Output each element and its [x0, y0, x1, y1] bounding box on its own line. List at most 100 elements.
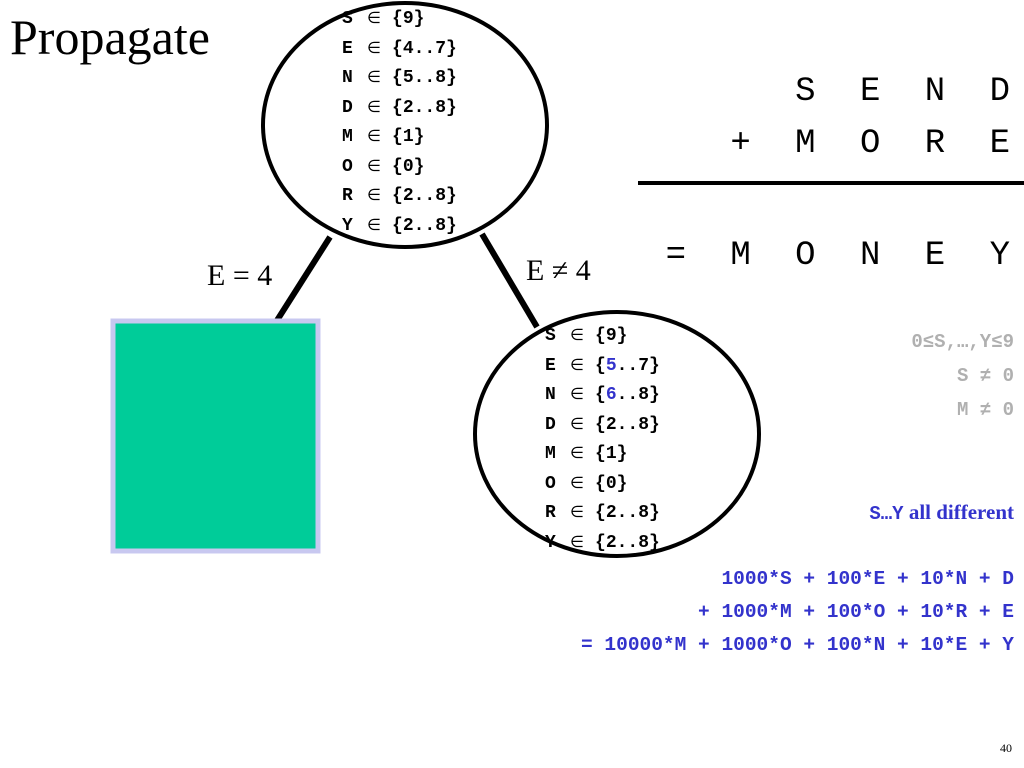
domain-row: Y∈{2..8}: [342, 211, 457, 241]
domain-range: 0}: [605, 473, 628, 494]
domain-open-brace: {: [595, 444, 606, 464]
domain-range: 2..8}: [402, 186, 457, 206]
domain-open-brace: {: [595, 414, 606, 435]
domain-variable: N: [342, 68, 353, 88]
domain-variable: Y: [342, 215, 353, 236]
element-of-symbol: ∈: [570, 443, 584, 462]
domain-open-brace: {: [392, 156, 403, 177]
page-number: 40: [1000, 741, 1012, 755]
failed-node-square: [110, 318, 321, 554]
domain-row: N ∈ {6..8}: [545, 380, 660, 410]
domain-variable: M: [545, 444, 556, 464]
domain-narrowed-bound: 6: [605, 385, 617, 405]
element-of-symbol: ∈: [570, 384, 584, 403]
right-branch-label: E ≠ 4: [526, 254, 591, 287]
domain-range: ..8}: [616, 385, 660, 405]
top-node-domains: S∈{9}E∈{4..7}N∈{5..8}D∈{2..8}M∈{1}O∈{0}R…: [342, 4, 457, 240]
domain-range: 9}: [402, 9, 425, 29]
range-constraint: 0≤S,…,Y≤9: [911, 331, 1014, 353]
domain-open-brace: {: [595, 326, 606, 346]
domain-row: O ∈ {0}: [545, 469, 660, 499]
right-branch-edge: [479, 232, 540, 329]
element-of-symbol: ∈: [570, 413, 584, 433]
element-of-symbol: ∈: [367, 8, 381, 27]
sum-equation-line-3: = 10000*M + 1000*O + 100*N + 10*E + Y: [581, 634, 1014, 656]
domain-narrowed-bound: 5: [605, 355, 617, 376]
sum-equation-line-2: + 1000*M + 100*O + 10*R + E: [698, 601, 1014, 623]
domain-variable: E: [545, 355, 556, 376]
domain-variable: S: [545, 326, 556, 346]
element-of-symbol: ∈: [367, 67, 381, 86]
domain-row: N∈{5..8}: [342, 63, 457, 93]
element-of-symbol: ∈: [367, 155, 381, 175]
domain-open-brace: {: [392, 186, 403, 206]
sum-equation-line-1: 1000*S + 100*E + 10*N + D: [721, 568, 1014, 590]
domain-range: 2..8}: [605, 414, 660, 435]
domain-row: E∈{4..7}: [342, 34, 457, 64]
domain-variable: N: [545, 385, 556, 405]
domain-row: R ∈ {2..8}: [545, 498, 660, 528]
element-of-symbol: ∈: [367, 185, 381, 204]
domain-range: 9}: [605, 326, 628, 346]
domain-row: S ∈ {9}: [342, 4, 457, 34]
domain-row: E ∈ {5..7}: [545, 351, 660, 381]
left-branch-edge: [273, 235, 333, 324]
domain-open-brace: {: [392, 38, 403, 59]
domain-row: Y ∈ {2..8}: [545, 528, 660, 558]
alldifferent-constraint: S…Y all different: [869, 500, 1014, 525]
s-nonzero-constraint: S ≠ 0: [956, 365, 1014, 387]
domain-open-brace: {: [392, 215, 403, 236]
domain-variable: O: [545, 473, 556, 494]
domain-range: 2..8}: [402, 97, 457, 118]
element-of-symbol: ∈: [570, 472, 584, 492]
domain-range: 0}: [402, 156, 425, 177]
domain-open-brace: {: [392, 127, 403, 147]
element-of-symbol: ∈: [367, 96, 381, 116]
top-node-circle: [261, 1, 549, 249]
domain-open-brace: {: [392, 97, 403, 118]
element-of-symbol: ∈: [570, 354, 584, 374]
element-of-symbol: ∈: [570, 502, 584, 521]
element-of-symbol: ∈: [570, 531, 584, 551]
domain-open-brace: {: [595, 355, 606, 376]
domain-range: 2..8}: [605, 503, 660, 523]
domain-variable: R: [545, 503, 556, 523]
alldiff-vars: S…Y: [869, 503, 904, 525]
domain-variable: Y: [545, 532, 556, 553]
domain-open-brace: {: [595, 473, 606, 494]
left-branch-label: E = 4: [207, 259, 273, 292]
domain-variable: O: [342, 156, 353, 177]
domain-row: D∈{2..8}: [342, 93, 457, 123]
element-of-symbol: ∈: [570, 325, 584, 344]
bottom-node-domains: S ∈ {9} E ∈ {5..7} N ∈ {6..8} D ∈ {2..8} M ∈ {1} O ∈ {0} R…: [545, 321, 660, 557]
domain-range: ..7}: [616, 355, 660, 376]
domain-range: 5..8}: [402, 68, 457, 88]
puzzle-line-money: = M O N E Y: [665, 237, 1022, 275]
m-nonzero-constraint: M ≠ 0: [956, 399, 1014, 421]
slide-title: Propagate: [10, 9, 210, 65]
domain-range: 1}: [605, 444, 628, 464]
domain-open-brace: {: [595, 385, 606, 405]
domain-variable: M: [342, 127, 353, 147]
domain-row: R ∈ {2..8}: [342, 181, 457, 211]
domain-open-brace: {: [595, 532, 606, 553]
domain-range: 1}: [402, 127, 425, 147]
element-of-symbol: ∈: [367, 126, 381, 145]
domain-variable: R: [342, 186, 353, 206]
domain-open-brace: {: [595, 503, 606, 523]
domain-row: S ∈ {9}: [545, 321, 660, 351]
bottom-node-circle: [473, 310, 761, 558]
domain-row: M ∈ {1}: [342, 122, 457, 152]
domain-range: 4..7}: [402, 38, 457, 59]
domain-variable: S: [342, 9, 353, 29]
domain-open-brace: {: [392, 9, 403, 29]
domain-range: 2..8}: [605, 532, 660, 553]
element-of-symbol: ∈: [367, 37, 381, 57]
domain-row: D ∈ {2..8}: [545, 410, 660, 440]
domain-row: M ∈ {1}: [545, 439, 660, 469]
puzzle-line-send: S E N D: [795, 73, 1022, 111]
puzzle-line-more: + M O R E: [730, 125, 1022, 163]
domain-variable: D: [545, 414, 556, 435]
element-of-symbol: ∈: [367, 214, 381, 234]
